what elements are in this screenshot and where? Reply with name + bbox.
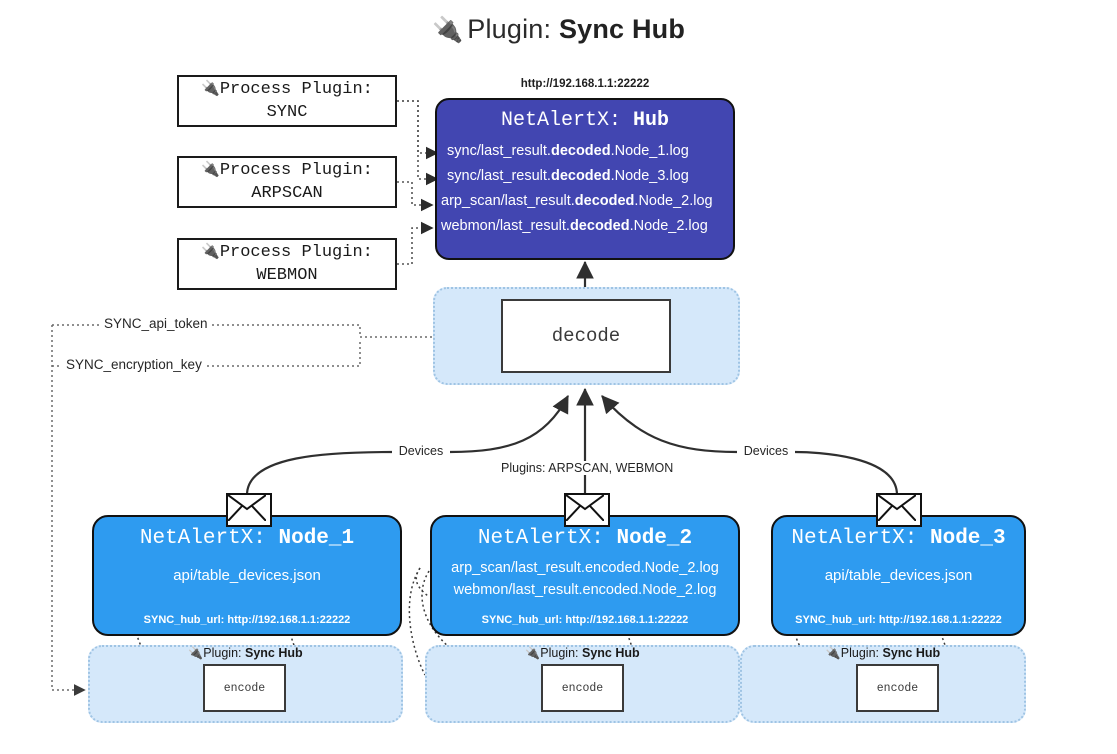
encode-plugin-label-node-2: 🔌Plugin: Sync Hub <box>425 646 740 660</box>
node-title-prefix: NetAlertX: <box>791 527 918 550</box>
page-title: 🔌Plugin: Sync Hub <box>0 14 1117 45</box>
config-key-encryption-key: SYNC_encryption_key <box>62 357 206 372</box>
encode-plugin-label-node-1: 🔌Plugin: Sync Hub <box>88 646 403 660</box>
hub-title-prefix: NetAlertX: <box>500 109 621 132</box>
encode-plugin-name: Sync Hub <box>245 646 303 660</box>
node-line: api/table_devices.json <box>173 567 321 584</box>
log-prefix: sync/last_result. <box>447 167 551 184</box>
log-suffix: .Node_2.log <box>634 192 713 209</box>
process-plugin-box-webmon[interactable]: 🔌Process Plugin: WEBMON <box>177 238 397 290</box>
electric-plug-icon: 🔌 <box>201 241 220 260</box>
hub-box[interactable]: NetAlertX: Hub sync/last_result.decoded.… <box>435 98 735 260</box>
node-title-prefix: NetAlertX: <box>139 527 266 550</box>
node-title: NetAlertX: Node_2 <box>432 527 738 550</box>
electric-plug-icon: 🔌 <box>188 646 204 660</box>
encode-box-node-2[interactable]: encode <box>541 664 624 712</box>
node-title-name: Node_1 <box>278 527 355 550</box>
electric-plug-icon: 🔌 <box>431 16 464 44</box>
edge-label-devices-right: Devices <box>737 444 795 458</box>
encode-label: encode <box>223 681 266 695</box>
encode-plugin-prefix: Plugin: <box>840 646 880 660</box>
log-emphasis: decoded <box>574 192 635 209</box>
node-title: NetAlertX: Node_1 <box>94 527 400 550</box>
edge-label-plugins: Plugins: ARPSCAN, WEBMON <box>498 461 674 475</box>
process-plugin-name: SYNC <box>266 102 308 122</box>
electric-plug-icon: 🔌 <box>201 159 220 178</box>
process-plugin-label: Process Plugin: <box>219 79 373 99</box>
log-suffix: .Node_2.log <box>629 217 708 234</box>
log-suffix: .Node_3.log <box>610 167 689 184</box>
encode-plugin-name: Sync Hub <box>582 646 640 660</box>
log-prefix: webmon/last_result. <box>441 217 570 234</box>
node-line: api/table_devices.json <box>824 567 973 584</box>
edge-label-devices-left: Devices <box>392 444 450 458</box>
encode-label: encode <box>561 681 604 695</box>
process-plugin-box-sync[interactable]: 🔌Process Plugin: SYNC <box>177 75 397 127</box>
node-line: webmon/last_result.encoded.Node_2.log <box>453 582 717 599</box>
process-plugin-label: Process Plugin: <box>219 160 373 180</box>
encode-box-node-1[interactable]: encode <box>203 664 286 712</box>
hub-log-line: sync/last_result.decoded.Node_1.log <box>437 139 733 164</box>
hub-log-line: arp_scan/last_result.decoded.Node_2.log <box>437 189 733 214</box>
encode-plugin-label-node-3: 🔌Plugin: Sync Hub <box>740 646 1026 660</box>
node-box-node-2[interactable]: NetAlertX: Node_2 arp_scan/last_result.e… <box>430 515 740 636</box>
process-plugin-box-arpscan[interactable]: 🔌Process Plugin: ARPSCAN <box>177 156 397 208</box>
log-emphasis: decoded <box>550 143 611 159</box>
process-plugin-name: WEBMON <box>256 265 318 285</box>
node-line: arp_scan/last_result.encoded.Node_2.log <box>451 560 719 576</box>
encode-plugin-prefix: Plugin: <box>540 646 579 660</box>
page-title-prefix: Plugin: <box>467 14 552 44</box>
config-key-api-token: SYNC_api_token <box>100 316 212 331</box>
encode-plugin-prefix: Plugin: <box>203 646 242 660</box>
node-title-name: Node_2 <box>616 527 693 550</box>
edge-plugin-arpscan-to-hub <box>397 181 434 212</box>
node-box-node-1[interactable]: NetAlertX: Node_1 api/table_devices.json… <box>92 515 402 636</box>
electric-plug-icon: 🔌 <box>201 78 220 97</box>
node-footer: SYNC_hub_url: http://192.168.1.1:22222 <box>795 614 1002 626</box>
node-footer: SYNC_hub_url: http://192.168.1.1:22222 <box>481 614 689 626</box>
log-prefix: sync/last_result. <box>447 143 551 159</box>
envelope-icon <box>226 493 272 527</box>
encode-box-node-3[interactable]: encode <box>856 664 939 712</box>
node-title-name: Node_3 <box>930 527 1006 550</box>
hub-title-name: Hub <box>633 109 670 132</box>
log-prefix: arp_scan/last_result. <box>441 192 575 209</box>
hub-log-line: sync/last_result.decoded.Node_3.log <box>437 164 733 189</box>
process-plugin-name: ARPSCAN <box>251 183 323 203</box>
node-box-node-3[interactable]: NetAlertX: Node_3 api/table_devices.json… <box>771 515 1026 636</box>
encode-label: encode <box>876 681 919 695</box>
hub-title: NetAlertX: Hub <box>437 109 733 132</box>
log-emphasis: decoded <box>550 167 611 184</box>
electric-plug-icon: 🔌 <box>825 646 841 660</box>
edge-plugin-webmon-to-hub <box>397 221 434 265</box>
log-emphasis: decoded <box>569 217 630 234</box>
page-title-name: Sync Hub <box>558 14 686 44</box>
hub-log-list: sync/last_result.decoded.Node_1.log sync… <box>437 139 733 239</box>
edge-node2-left-stubs <box>415 567 429 597</box>
edge-plugin-sync-to-hub <box>397 100 439 186</box>
hub-url-label: http://192.168.1.1:22222 <box>520 78 650 90</box>
decode-box[interactable]: decode <box>501 299 671 373</box>
log-suffix: .Node_1.log <box>610 143 689 159</box>
envelope-icon <box>876 493 922 527</box>
decode-label: decode <box>551 325 621 347</box>
hub-log-line: webmon/last_result.decoded.Node_2.log <box>437 214 733 239</box>
encode-plugin-name: Sync Hub <box>882 646 941 660</box>
envelope-icon <box>564 493 610 527</box>
electric-plug-icon: 🔌 <box>525 646 541 660</box>
process-plugin-label: Process Plugin: <box>219 242 373 262</box>
node-title-prefix: NetAlertX: <box>477 527 604 550</box>
node-footer: SYNC_hub_url: http://192.168.1.1:22222 <box>143 614 351 626</box>
node-title: NetAlertX: Node_3 <box>773 527 1024 550</box>
